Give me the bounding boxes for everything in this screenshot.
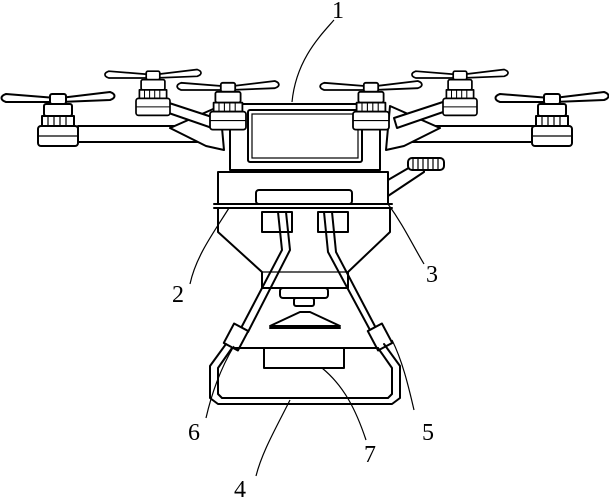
support-struts xyxy=(222,211,394,352)
receiver-box xyxy=(263,347,345,369)
label-4: 4 xyxy=(234,477,246,500)
motors xyxy=(0,68,609,147)
sprayer-nozzle-knob xyxy=(407,157,445,171)
landing-frame xyxy=(209,343,401,405)
motor-rear-right xyxy=(411,68,509,117)
hopper xyxy=(217,207,391,289)
motor-front-right xyxy=(319,80,423,131)
motor-outer-right xyxy=(494,91,609,147)
motor-outer-left xyxy=(0,91,116,147)
label-1: 1 xyxy=(332,0,344,24)
spreader-assembly xyxy=(269,287,341,329)
label-5: 5 xyxy=(422,420,434,446)
label-3: 3 xyxy=(426,262,438,288)
motor-rear-left xyxy=(104,68,202,117)
tank-top xyxy=(213,157,445,209)
label-7: 7 xyxy=(364,442,376,468)
leader-lines xyxy=(189,19,425,477)
label-6: 6 xyxy=(188,420,200,446)
label-2: 2 xyxy=(172,282,184,308)
motor-front-left xyxy=(176,80,280,131)
